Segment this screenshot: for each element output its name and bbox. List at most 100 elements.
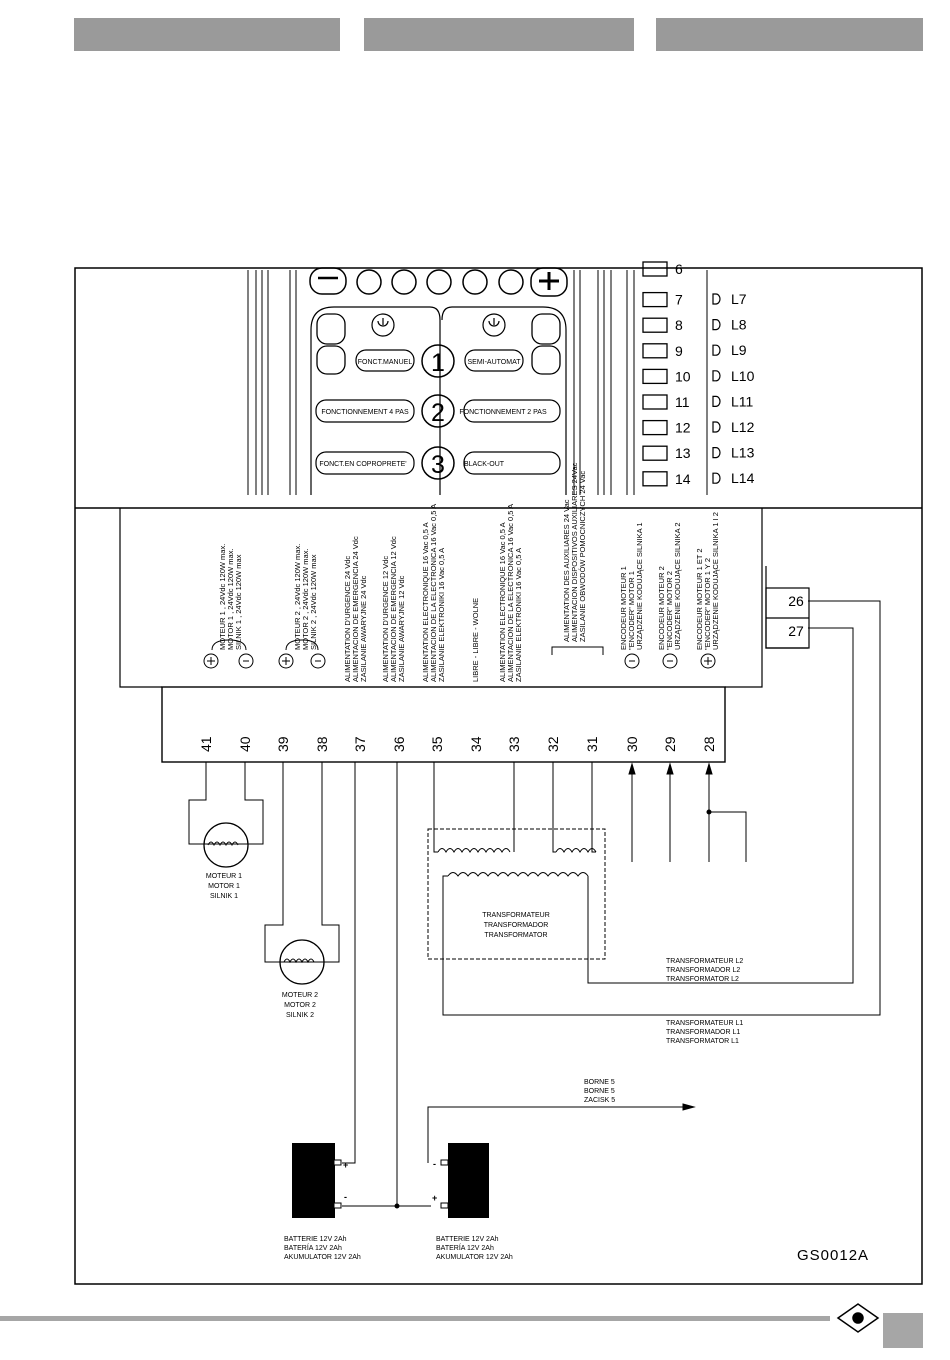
svg-text:-: - [433, 1159, 436, 1169]
terminal-27: 27 [788, 623, 804, 639]
motor2-symbol [279, 939, 325, 985]
dip-switch [642, 317, 668, 333]
black-out-label: BLACK-OUT [464, 461, 505, 468]
transformer-l1-label-2: TRANSFORMADOR L1 [666, 1029, 740, 1036]
transformer-l2-label-2: TRANSFORMADOR L2 [666, 967, 740, 974]
power-icon [371, 313, 395, 337]
brand-logo-icon [836, 1303, 880, 1333]
led-label: L13 [731, 445, 755, 461]
terminal-number: 40 [237, 736, 253, 752]
dip-switch-number: 9 [675, 343, 683, 359]
motor2-label-a: MOTEUR 2 , 24Vdc 120W max. [293, 544, 302, 650]
auxiliary-label-a: ALIMENTATION DES AUXILIARES 24 Vac [562, 499, 571, 642]
encoder2-label-b: "ENCODER" MOTOR 2 [665, 571, 674, 650]
terminal-block [161, 686, 726, 763]
emergency24-label-c: ZASILANIE AWARYJNE 24 Vdc [359, 575, 368, 682]
control-panel [247, 267, 708, 495]
terminal-number: 37 [352, 736, 368, 752]
header-bar-2 [364, 18, 634, 51]
motor1-label-1: MOTEUR 1 [206, 873, 242, 880]
electronics35-label-c: ZASILANIE ELEKTRONIKI 16 Vac 0,5 A [437, 548, 446, 682]
svg-text:+: + [432, 1193, 437, 1203]
motor2-label-3: SILNIK 2 [286, 1012, 314, 1019]
motor1-label-b: MOTOR 1 , 24Vdc 120W max. [226, 548, 235, 650]
fonct-manuel-label: FONCT.MANUEL [358, 359, 413, 366]
led-icon [712, 395, 721, 407]
transformer-label-3: TRANSFORMATOR [484, 932, 547, 939]
terminal-number: 35 [429, 736, 445, 752]
transformer-l2-label-3: TRANSFORMATOR L2 [666, 976, 739, 983]
fonct-4-pas-label: FONCTIONNEMENT 4 PAS [321, 409, 409, 416]
led-label: L11 [731, 393, 754, 409]
footer-rule [0, 1316, 830, 1321]
libre-label: LIBRE - LIBRE - WOLNE [471, 598, 480, 682]
electronics33-label-a: ALIMENTATION ELECTRONIQUE 16 Vac 0,5 A [498, 522, 507, 682]
motor2-label-b: MOTOR 2 , 24Vdc 120W max. [301, 548, 310, 650]
dip-switch-number: 11 [675, 394, 690, 410]
terminal-number: 29 [662, 736, 678, 752]
emergency12-label-b: ALIMENTACION DE EMERGENCIA 12 Vdc [389, 536, 398, 682]
dip-switch [642, 368, 668, 385]
minus-key [309, 267, 347, 295]
transformer-label-1: TRANSFORMATEUR [482, 912, 550, 919]
transformer-l1-label-3: TRANSFORMATOR L1 [666, 1038, 739, 1045]
terminal-number: 34 [468, 736, 484, 752]
auxiliary-label-b: ALIMENTACION DISPOSITIVOS AUXILIARES 24V… [570, 462, 579, 642]
led-label: L12 [731, 419, 755, 435]
header-bar-1 [74, 18, 340, 51]
auxiliary-label-c: ZASILANIE OBWODÓW POMOCNICZYCH 24 Vac [578, 471, 587, 642]
terminal-number: 39 [275, 736, 291, 752]
polarity-symbols [203, 639, 716, 669]
copropriete-label: FONCT.EN COPROPRETE' [319, 461, 406, 468]
led-label: L14 [731, 470, 755, 486]
terminal-number: 38 [314, 736, 330, 752]
led-icon [712, 344, 721, 356]
button-number-3: 3 [431, 451, 445, 479]
transformer-l1-label-1: TRANSFORMATEUR L1 [666, 1020, 743, 1027]
led-label: L8 [731, 317, 747, 333]
motor1-label-2: MOTOR 1 [208, 883, 240, 890]
emergency12-label-c: ZASILANIE AWARYJNE 12 Vdc [397, 575, 406, 682]
motor1-label-3: SILNIK 1 [210, 893, 238, 900]
terminal-26: 26 [788, 593, 804, 609]
led-icon [712, 293, 721, 305]
board-outline [119, 508, 810, 763]
encoder12-label-b: "ENCODER" MOTOR 1 Y 2 [703, 558, 712, 650]
fonct-2-pas-label: FONCTIONNEMENT 2 PAS [459, 409, 547, 416]
dip-switch-number: 6 [675, 261, 683, 277]
led-icon [712, 472, 721, 484]
encoder2-label-c: URZĄDZENIE KODUJĄCE SILNIKA 2 [673, 522, 682, 650]
terminal-number: 28 [701, 736, 717, 752]
borne5-label-1: BORNE 5 [584, 1079, 615, 1086]
plus-key [530, 267, 568, 297]
button-number-1: 1 [431, 349, 445, 377]
borne5-label-3: ZACISK 5 [584, 1097, 615, 1104]
terminal-number: 31 [584, 736, 600, 752]
svg-text:+: + [343, 1160, 348, 1170]
battery2-label-2: BATERÍA 12V 2Ah [436, 1243, 494, 1252]
dip-switch-number: 8 [675, 317, 683, 333]
emergency24-label-b: ALIMENTACION DE EMERGENCIA 24 Vdc [351, 536, 360, 682]
encoder1-label-b: "ENCODER" MOTOR 1 [627, 571, 636, 650]
battery1-label-3: AKUMULATOR 12V 2Ah [284, 1254, 361, 1261]
dip-switch [642, 394, 668, 410]
encoder1-label-a: ENCODEUR MOTEUR 1 [619, 566, 628, 650]
battery2-symbol [448, 1143, 489, 1218]
dip-switch-number: 14 [675, 471, 691, 487]
dip-switch-number: 10 [675, 368, 691, 384]
terminal-number: 33 [506, 736, 522, 752]
dip-switch [642, 343, 668, 359]
motor1-label-c: SILNIK 1 , 24Vdc 120W max [234, 554, 243, 650]
led-icon [712, 421, 721, 433]
dip-switch-number: 12 [675, 420, 691, 436]
dip-switch [642, 261, 668, 277]
dip-switch-number: 13 [675, 445, 691, 461]
electronics33-label-b: ALIMENTACION DE LA ELECTRONICA 16 Vac 0,… [506, 504, 515, 682]
power-icon [482, 313, 506, 337]
dip-switch [642, 445, 668, 461]
motor2-label-2: MOTOR 2 [284, 1002, 316, 1009]
electronics33-label-c: ZASILANIE ELEKTRONIKI 16 Vac 0,5 A [514, 548, 523, 682]
